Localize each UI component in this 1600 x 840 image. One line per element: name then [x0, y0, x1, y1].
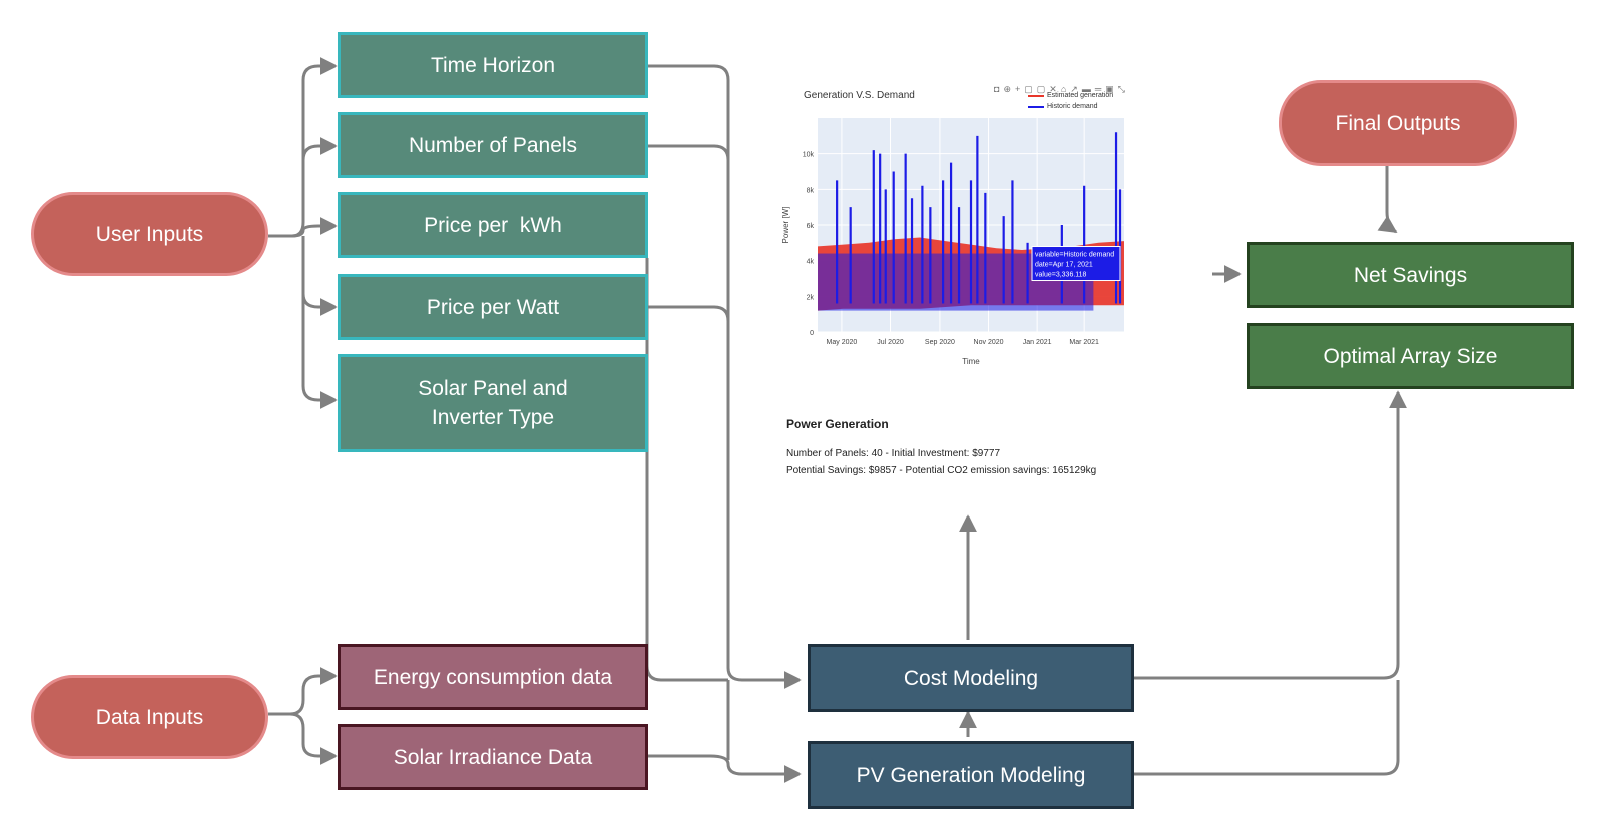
x-tick-label: Sep 2020 — [925, 339, 955, 346]
autoscale-icon[interactable]: ⌂ — [1060, 84, 1071, 94]
plotly-logo-icon[interactable]: ▣ — [1105, 84, 1118, 94]
connector-user-to-type — [301, 294, 338, 409]
time-horizon-label: Time Horizon — [430, 53, 556, 77]
connector-irradiance-to-pv — [648, 754, 802, 783]
lasso-icon[interactable]: ▢ — [1036, 84, 1050, 94]
legend-swatch-generation — [1028, 94, 1044, 97]
y-tick-label: 10k — [803, 152, 815, 159]
connector-pv-to-outputs — [1132, 680, 1400, 776]
data-inputs-label: Data Inputs — [95, 705, 204, 729]
pv-generation-modeling-label: PV Generation Modeling — [856, 763, 1086, 787]
optimal-array-size-label: Optimal Array Size — [1323, 344, 1498, 368]
pan-icon[interactable]: + — [1014, 84, 1025, 94]
pv-generation-modeling-node[interactable]: PV Generation Modeling — [808, 741, 1134, 809]
number-of-panels-node[interactable]: Number of Panels — [338, 112, 648, 178]
connector-data-to-energy — [268, 667, 338, 716]
legend-item-generation[interactable]: Estimated generation — [1028, 90, 1113, 101]
connector-user-to-panels — [301, 137, 338, 222]
connector-user-to-watt — [301, 236, 338, 316]
time-horizon-node[interactable]: Time Horizon — [338, 32, 648, 98]
solar-panel-inverter-type-node[interactable]: Solar Panel and Inverter Type — [338, 354, 648, 452]
data-inputs-node[interactable]: Data Inputs — [31, 675, 268, 759]
x-tick-label: Jan 2021 — [1023, 339, 1052, 346]
connector-watt-out — [648, 305, 730, 662]
price-per-watt-label: Price per Watt — [426, 295, 560, 319]
power-generation-title: Power Generation — [786, 417, 889, 431]
power-generation-summary: Power Generation Number of Panels: 40 - … — [786, 417, 1096, 479]
final-outputs-label: Final Outputs — [1335, 111, 1461, 135]
reset-icon[interactable]: ✕ — [1049, 84, 1061, 94]
energy-consumption-data-label: Energy consumption data — [373, 665, 613, 689]
connector-to-cost-modeling — [726, 662, 802, 689]
optimal-array-size-node[interactable]: Optimal Array Size — [1247, 323, 1574, 389]
chart-toolbar[interactable]: ◘⊕+▢▢✕⌂↗▬═▣⤡ — [994, 84, 1129, 95]
solar-panel-inverter-type-label: Solar Panel and Inverter Type — [418, 377, 568, 429]
x-axis-label: Time — [962, 357, 980, 366]
compare-icon[interactable]: ═ — [1094, 84, 1106, 94]
hover-icon[interactable]: ▬ — [1081, 84, 1095, 94]
legend-label-generation: Estimated generation — [1047, 92, 1114, 99]
y-axis-label: Power [W] — [781, 207, 790, 244]
hover-tooltip-box — [1031, 246, 1121, 282]
y-tick-label: 4k — [807, 259, 815, 266]
legend-swatch-demand — [1028, 105, 1044, 108]
generation-demand-chart: Generation V.S. Demand ◘⊕+▢▢✕⌂↗▬═▣⤡ Esti… — [776, 78, 1216, 370]
spike-icon[interactable]: ↗ — [1070, 84, 1082, 94]
user-inputs-label: User Inputs — [95, 222, 204, 246]
cost-modeling-node[interactable]: Cost Modeling — [808, 644, 1134, 712]
power-generation-line-2: Potential Savings: $9857 - Potential CO2… — [786, 465, 1097, 476]
energy-consumption-data-node[interactable]: Energy consumption data — [338, 644, 648, 710]
cost-modeling-label: Cost Modeling — [903, 666, 1039, 690]
net-savings-node[interactable]: Net Savings — [1247, 242, 1574, 308]
hover-tooltip-text: variable=Historic demand — [1035, 252, 1114, 259]
select-icon[interactable]: ▢ — [1024, 84, 1037, 94]
legend-item-demand[interactable]: Historic demand — [1028, 101, 1113, 112]
chart-legend: Estimated generation Historic demand — [1028, 90, 1113, 112]
price-per-kwh-label: Price per kWh — [424, 213, 562, 237]
user-inputs-node[interactable]: User Inputs — [31, 192, 268, 276]
x-tick-label: Mar 2021 — [1069, 339, 1099, 346]
power-generation-line-1: Number of Panels: 40 - Initial Investmen… — [786, 448, 1001, 459]
hover-tooltip-text: value=3,336.118 — [1035, 272, 1087, 279]
number-of-panels-label: Number of Panels — [408, 133, 578, 157]
zoom-icon[interactable]: ⊕ — [1003, 84, 1015, 94]
expand-icon[interactable]: ⤡ — [1117, 84, 1129, 94]
price-per-kwh-node[interactable]: Price per kWh — [338, 192, 648, 258]
hover-tooltip-text: date=Apr 17, 2021 — [1035, 262, 1093, 269]
y-tick-label: 0 — [810, 330, 814, 337]
connector-final-to-net-savings — [1377, 166, 1398, 234]
chart-title: Generation V.S. Demand — [804, 90, 915, 101]
price-per-watt-node[interactable]: Price per Watt — [338, 274, 648, 340]
net-savings-label: Net Savings — [1353, 263, 1468, 287]
connector-time-horizon-out — [648, 64, 730, 662]
legend-label-demand: Historic demand — [1047, 103, 1098, 110]
x-tick-label: Jul 2020 — [877, 339, 904, 346]
connector-data-to-irradiance — [289, 712, 338, 765]
solar-irradiance-data-node[interactable]: Solar Irradiance Data — [338, 724, 648, 790]
connector-user-to-kwh — [268, 217, 338, 238]
camera-icon[interactable]: ◘ — [994, 84, 1004, 94]
y-tick-label: 8k — [807, 187, 815, 194]
y-tick-label: 6k — [807, 223, 815, 230]
y-tick-label: 2k — [807, 294, 815, 301]
connector-panels-out — [648, 144, 730, 662]
final-outputs-node[interactable]: Final Outputs — [1279, 80, 1517, 166]
x-tick-label: May 2020 — [827, 339, 858, 346]
solar-irradiance-data-label: Solar Irradiance Data — [393, 745, 593, 769]
x-tick-label: Nov 2020 — [974, 339, 1004, 346]
connector-kwh-out — [645, 258, 728, 682]
connector-cost-to-outputs — [1132, 390, 1407, 680]
